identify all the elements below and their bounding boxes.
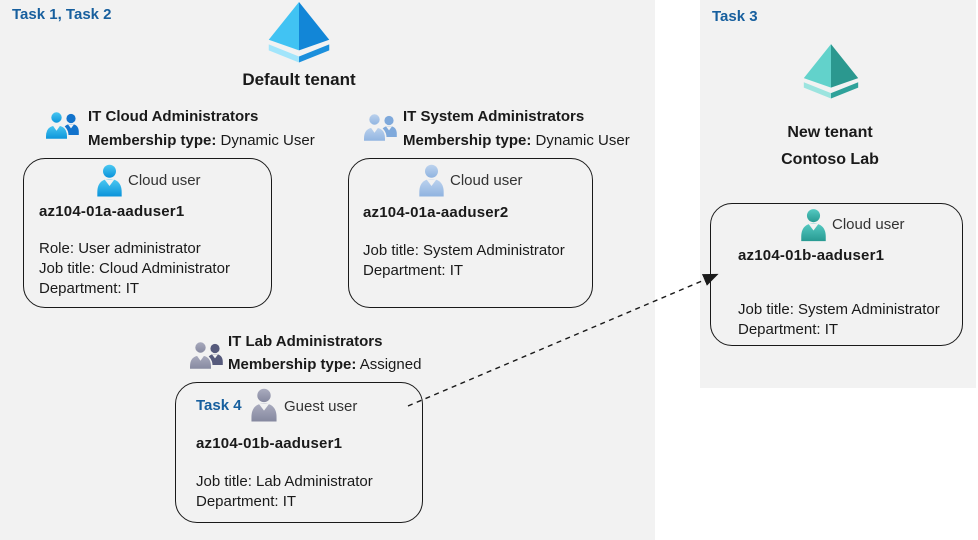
field-value: System Administrator — [423, 242, 565, 259]
person-icon — [801, 209, 826, 242]
field-label: Job title: — [738, 301, 794, 318]
field-value: IT — [449, 262, 464, 279]
field-label: Department: — [39, 280, 122, 297]
field-label: Department: — [363, 262, 446, 279]
user-group-icon — [44, 110, 79, 140]
field-value: IT — [282, 493, 297, 510]
field-value: Lab Administrator — [256, 473, 373, 490]
user-fields: Job title: System Administrator Departme… — [738, 300, 940, 340]
user-fields: Role: User administrator Job title: Clou… — [39, 239, 230, 299]
field-label: Department: — [738, 321, 821, 338]
membership-label: Membership type: — [403, 132, 532, 149]
user-kind-label: Guest user — [284, 398, 358, 415]
membership-label: Membership type: — [88, 132, 217, 149]
person-icon — [97, 164, 122, 197]
group-name: IT System Administrators — [403, 108, 585, 125]
group-membership: Membership type: Assigned — [228, 356, 421, 373]
user-fields: Job title: System Administrator Departme… — [363, 241, 565, 281]
group-name: IT Cloud Administrators — [88, 108, 259, 125]
default-tenant-icon — [268, 2, 330, 63]
user-name: az104-01b-aaduser1 — [196, 435, 343, 452]
user-card-az104-01b-aaduser1-new-tenant: Cloud user az104-01b-aaduser1 Job title:… — [710, 203, 963, 346]
default-tenant-panel — [0, 0, 655, 540]
field-label: Department: — [196, 493, 279, 510]
field-value: IT — [824, 321, 839, 338]
user-name: az104-01a-aaduser1 — [39, 203, 185, 220]
new-tenant-title-line1: New tenant — [787, 124, 873, 141]
membership-value: Dynamic User — [220, 132, 315, 149]
guest-card-az104-01b-aaduser1: Task 4 Guest user az104-01b-aaduser1 Job… — [175, 382, 423, 523]
default-tenant-title: Default tenant — [242, 70, 356, 89]
user-kind-label: Cloud user — [450, 172, 523, 189]
new-tenant-icon — [803, 44, 859, 99]
user-group-icon — [188, 340, 223, 370]
field-label: Role: — [39, 240, 75, 257]
field-label: Job title: — [363, 242, 419, 259]
field-label: Job title: — [196, 473, 252, 490]
group-name: IT Lab Administrators — [228, 333, 383, 350]
group-membership: Membership type: Dynamic User — [88, 132, 315, 149]
user-fields: Job title: Lab Administrator Department:… — [196, 472, 373, 512]
user-card-az104-01a-aaduser2: Cloud user az104-01a-aaduser2 Job title:… — [348, 158, 593, 308]
user-name: az104-01a-aaduser2 — [363, 204, 509, 221]
field-value: Cloud Administrator — [99, 260, 230, 277]
user-name: az104-01b-aaduser1 — [738, 247, 885, 264]
user-kind-label: Cloud user — [832, 216, 905, 233]
user-kind-label: Cloud user — [128, 172, 201, 189]
field-value: User administrator — [78, 240, 201, 257]
user-card-az104-01a-aaduser1: Cloud user az104-01a-aaduser1 Role: User… — [23, 158, 272, 308]
new-tenant-title-line2: Contoso Lab — [781, 151, 879, 168]
task-label-1-2: Task 1, Task 2 — [12, 6, 112, 23]
task-label-4: Task 4 — [196, 397, 242, 414]
field-value: IT — [125, 280, 140, 297]
membership-value: Assigned — [359, 356, 422, 373]
person-icon — [419, 164, 444, 197]
person-icon — [251, 388, 277, 422]
group-membership: Membership type: Dynamic User — [403, 132, 630, 149]
membership-label: Membership type: — [228, 356, 357, 373]
task-label-3: Task 3 — [712, 8, 758, 25]
field-label: Job title: — [39, 260, 95, 277]
membership-value: Dynamic User — [535, 132, 630, 149]
user-group-icon — [362, 112, 397, 142]
field-value: System Administrator — [798, 301, 940, 318]
